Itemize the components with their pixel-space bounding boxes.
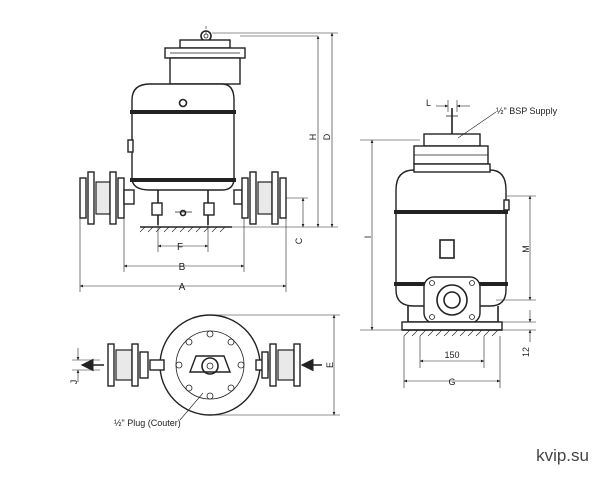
dim-label-I: I <box>363 236 373 239</box>
dim-label-L: L <box>426 98 431 108</box>
side-view-dimensions: L ½" BSP Supply I M 12 150 G <box>360 98 558 388</box>
dim-label-C: C <box>294 237 304 244</box>
watermark: kvip.su <box>536 446 589 465</box>
top-left-flange <box>107 343 149 387</box>
central-hub <box>201 357 219 375</box>
dim-label-D: D <box>322 133 332 140</box>
left-flange <box>79 171 135 225</box>
sight-port <box>178 98 188 108</box>
front-view <box>79 26 287 233</box>
inlet-flange <box>423 276 481 324</box>
note-bsp-supply: ½" BSP Supply <box>496 106 558 116</box>
right-flange <box>233 171 287 225</box>
drain-port <box>179 209 187 217</box>
dim-label-J: J <box>69 380 79 385</box>
note-plug-counter: ½" Plug (Couter) <box>114 418 181 428</box>
side-view <box>394 108 510 337</box>
dim-label-M: M <box>521 245 531 253</box>
top-cover <box>179 39 231 49</box>
dim-label-G: G <box>448 377 455 387</box>
dim-label-H: H <box>308 134 318 141</box>
side-vessel <box>395 169 507 307</box>
dim-label-B: B <box>179 262 186 273</box>
front-view-dimensions: F B A C H D <box>79 32 338 293</box>
dim-label-12: 12 <box>521 347 531 357</box>
dim-label-A: A <box>179 282 186 293</box>
top-view <box>80 314 322 416</box>
pump-head <box>169 57 241 85</box>
dim-label-150: 150 <box>444 350 459 360</box>
dim-label-F: F <box>177 242 183 253</box>
top-view-dimensions: J E ½" Plug (Couter) <box>69 314 340 428</box>
dim-label-E: E <box>325 362 335 368</box>
top-right-flange <box>261 343 301 387</box>
